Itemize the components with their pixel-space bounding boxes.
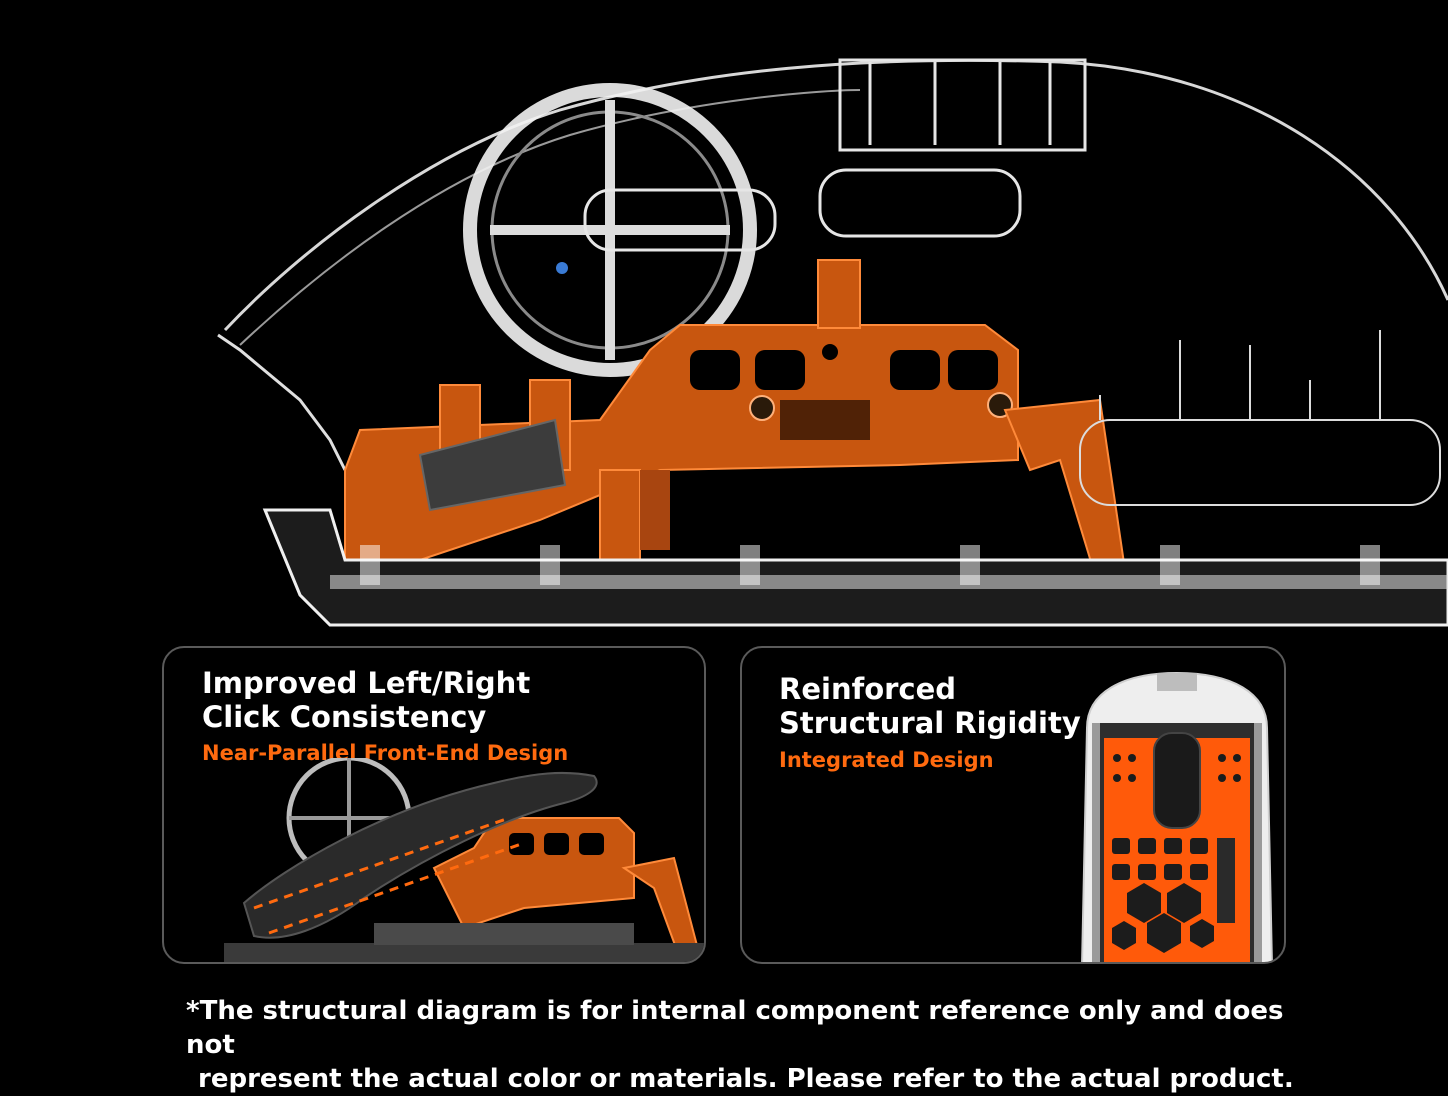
mouse-top-frame-illustration xyxy=(1072,668,1282,962)
front-button-edge xyxy=(217,333,347,471)
hero-mouse-cutaway xyxy=(217,58,1448,627)
card-subtitle: Integrated Design xyxy=(779,748,994,772)
mouse-shell-inner xyxy=(239,89,861,346)
card-title: Improved Left/Right Click Consistency xyxy=(202,666,622,734)
base-plate xyxy=(262,508,1448,627)
mouse-side-section-illustration xyxy=(224,755,704,962)
feature-card-click-consistency: Improved Left/Right Click Consistency Ne… xyxy=(162,646,706,964)
disclaimer-text: *The structural diagram is for internal … xyxy=(186,994,1306,1096)
card-title-line2: Click Consistency xyxy=(202,700,487,734)
feature-card-structural-rigidity: Reinforced Structural Rigidity Integrate… xyxy=(740,646,1286,964)
scroll-wheel xyxy=(463,83,757,377)
rear-internal-structure xyxy=(1079,330,1441,506)
card-title-line1: Improved Left/Right xyxy=(202,666,531,700)
card-title-line2: Structural Rigidity xyxy=(779,706,1081,740)
top-button-housings xyxy=(583,58,1087,252)
card-subtitle: Near-Parallel Front-End Design xyxy=(202,741,569,765)
disclaimer-line2: represent the actual color or materials.… xyxy=(198,1064,1294,1094)
card-title-line1: Reinforced xyxy=(779,672,957,706)
mouse-shell-outline xyxy=(223,58,1448,332)
orange-internal-frame xyxy=(344,259,1127,577)
card-title: Reinforced Structural Rigidity xyxy=(779,672,1099,740)
disclaimer-line1: *The structural diagram is for internal … xyxy=(186,996,1284,1060)
mouse-xray-illustration xyxy=(217,58,1448,627)
